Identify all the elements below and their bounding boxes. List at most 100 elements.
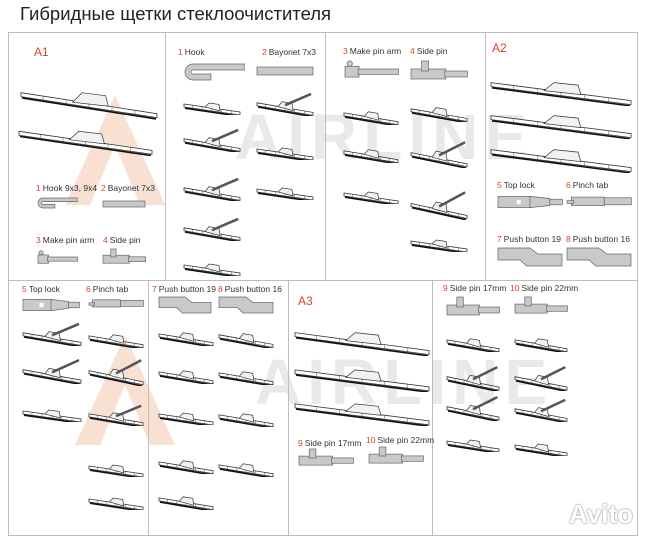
column-divider [432, 280, 433, 536]
panel-heading: A3 [298, 294, 313, 308]
push-button-adapter-diagram [218, 296, 274, 314]
panel-heading: A1 [34, 45, 49, 59]
wiper-blade-diagram [490, 70, 632, 106]
wiper-blade-diagram [158, 405, 214, 425]
wiper-blade-diagram [218, 324, 274, 348]
wiper-blade-diagram [22, 322, 82, 346]
wiper-blade-diagram [18, 118, 153, 156]
wiper-blade-diagram [183, 177, 241, 201]
airline-logo-watermark [65, 95, 165, 205]
side-pin-adapter-diagram [298, 448, 354, 466]
hook-adapter-diagram [183, 62, 245, 82]
wiper-blade-diagram [88, 490, 144, 510]
bayonet-adapter-diagram [102, 200, 146, 208]
wiper-blade-diagram [183, 256, 241, 276]
side-pin-adapter-diagram [514, 296, 568, 314]
page-title: Гибридные щетки стеклоочистителя [20, 3, 332, 24]
side-pin-adapter-diagram [102, 248, 146, 264]
wiper-blade-diagram [410, 190, 468, 220]
column-divider [288, 280, 289, 536]
row-divider [8, 280, 638, 281]
wiper-blade-diagram [22, 358, 82, 384]
wiper-blade-diagram [256, 92, 314, 116]
wiper-blade-diagram [88, 457, 144, 477]
push-button-adapter-diagram [158, 296, 212, 314]
wiper-blade-diagram [490, 103, 632, 139]
wiper-blade-diagram [446, 395, 500, 421]
wiper-blade-diagram [158, 488, 214, 510]
wiper-blade-diagram [158, 324, 214, 346]
wiper-blade-diagram [514, 436, 568, 456]
wiper-blade-diagram [410, 232, 468, 252]
hook-adapter-diagram [36, 196, 78, 210]
pinch-tab-adapter-diagram [88, 298, 144, 310]
bayonet-adapter-diagram [256, 66, 314, 76]
avito-watermark: Avito [568, 499, 633, 529]
top-lock-adapter-diagram [497, 195, 563, 209]
wiper-blade-diagram [446, 365, 500, 391]
wiper-blade-diagram [183, 128, 241, 152]
diagram-frame [8, 32, 638, 536]
pin-arm-adapter-diagram [36, 250, 78, 264]
wiper-blade-diagram [294, 358, 430, 392]
wiper-blade-diagram [22, 402, 82, 422]
wiper-blade-diagram [218, 455, 274, 477]
wiper-blade-diagram [446, 330, 500, 352]
wiper-blade-diagram [343, 141, 399, 163]
wiper-blade-diagram [256, 180, 314, 200]
column-divider [325, 32, 326, 280]
column-divider [165, 32, 166, 280]
pin-arm-adapter-diagram [343, 60, 399, 78]
side-pin-adapter-diagram [446, 296, 500, 316]
wiper-blade-diagram [514, 330, 568, 352]
wiper-blade-diagram [158, 452, 214, 474]
wiper-blade-diagram [514, 398, 568, 422]
column-divider [485, 32, 486, 280]
wiper-blade-diagram [218, 405, 274, 427]
wiper-blade-diagram [410, 98, 468, 122]
wiper-blade-diagram [514, 365, 568, 391]
wiper-blade-diagram [294, 320, 430, 356]
side-pin-adapter-diagram [410, 60, 468, 80]
wiper-blade-diagram [88, 326, 144, 348]
wiper-blade-diagram [294, 392, 430, 426]
wiper-blade-diagram [410, 140, 468, 168]
wiper-blade-diagram [490, 137, 632, 173]
wiper-blade-diagram [446, 432, 500, 452]
wiper-blade-diagram [158, 362, 214, 384]
wiper-blade-diagram [218, 363, 274, 385]
side-pin-adapter-diagram [368, 446, 424, 464]
pinch-tab-adapter-diagram [566, 195, 632, 209]
wiper-blade-diagram [88, 358, 144, 386]
wiper-blade-diagram [88, 404, 144, 426]
wiper-blade-diagram [183, 95, 241, 115]
wiper-blade-diagram [20, 78, 158, 120]
wiper-blade-diagram [183, 217, 241, 241]
column-divider [148, 280, 149, 536]
wiper-blade-diagram [343, 184, 399, 204]
wiper-blade-diagram [256, 140, 314, 160]
panel-heading: A2 [492, 41, 507, 55]
top-lock-adapter-diagram [22, 298, 80, 312]
push-button-adapter-diagram [497, 247, 563, 267]
push-button-adapter-diagram [566, 247, 632, 267]
